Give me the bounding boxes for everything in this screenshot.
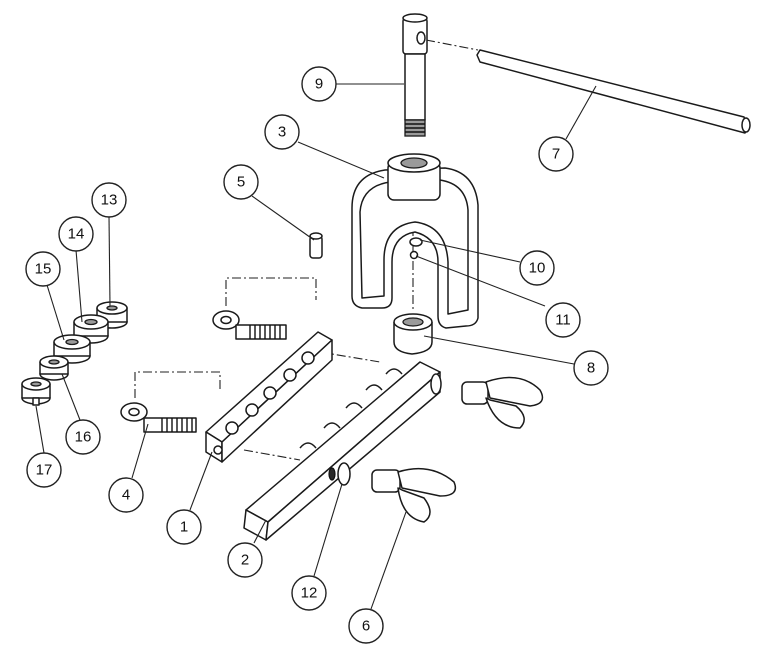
callout-1: 1 <box>166 509 202 545</box>
eye-bolt-upper <box>212 310 287 340</box>
flaring-bar-large <box>243 361 441 541</box>
callout-7: 7 <box>538 136 574 172</box>
callout-2: 2 <box>227 542 263 578</box>
adapter-14 <box>73 314 109 344</box>
wing-nut-upper <box>430 373 544 429</box>
callout-10: 10 <box>519 250 555 286</box>
callout-label: 15 <box>35 261 52 278</box>
callout-16: 16 <box>65 419 101 455</box>
eye-bolt-lower <box>120 402 197 433</box>
callout-6: 6 <box>348 608 384 644</box>
callout-label: 10 <box>529 260 546 277</box>
callout-5: 5 <box>223 164 259 200</box>
callout-label: 11 <box>555 312 571 329</box>
callout-12: 12 <box>291 575 327 611</box>
callout-13: 13 <box>91 182 127 218</box>
callout-11: 11 <box>545 302 581 338</box>
callout-label: 8 <box>587 360 595 377</box>
callout-label: 6 <box>362 618 370 635</box>
callout-9: 9 <box>301 66 337 102</box>
callout-label: 12 <box>301 585 318 602</box>
callout-3: 3 <box>264 114 300 150</box>
flaring-bar-small <box>205 331 333 463</box>
callout-4: 4 <box>108 477 144 513</box>
callout-label: 3 <box>278 124 286 141</box>
callout-label: 2 <box>241 552 249 569</box>
forcing-screw <box>402 13 428 137</box>
callout-label: 1 <box>180 519 188 536</box>
handle-rod <box>476 49 751 134</box>
adapter-13 <box>96 301 128 329</box>
flaring-cone <box>393 313 433 355</box>
callout-label: 4 <box>122 487 130 504</box>
pin <box>309 232 323 259</box>
adapter-16 <box>39 355 69 381</box>
callout-label: 13 <box>101 192 118 209</box>
callout-14: 14 <box>58 216 94 252</box>
leader-lines <box>35 83 597 610</box>
callout-15: 15 <box>25 251 61 287</box>
callout-17: 17 <box>26 452 62 488</box>
callout-label: 17 <box>36 462 53 479</box>
callout-label: 14 <box>68 226 85 243</box>
callout-label: 5 <box>237 174 245 191</box>
yoke <box>351 153 479 329</box>
callout-8: 8 <box>573 350 609 386</box>
callout-label: 16 <box>75 429 92 446</box>
wing-nut-lower <box>337 462 457 523</box>
adapter-17 <box>21 377 51 406</box>
callout-label: 9 <box>315 76 323 93</box>
callout-label: 7 <box>552 146 560 163</box>
